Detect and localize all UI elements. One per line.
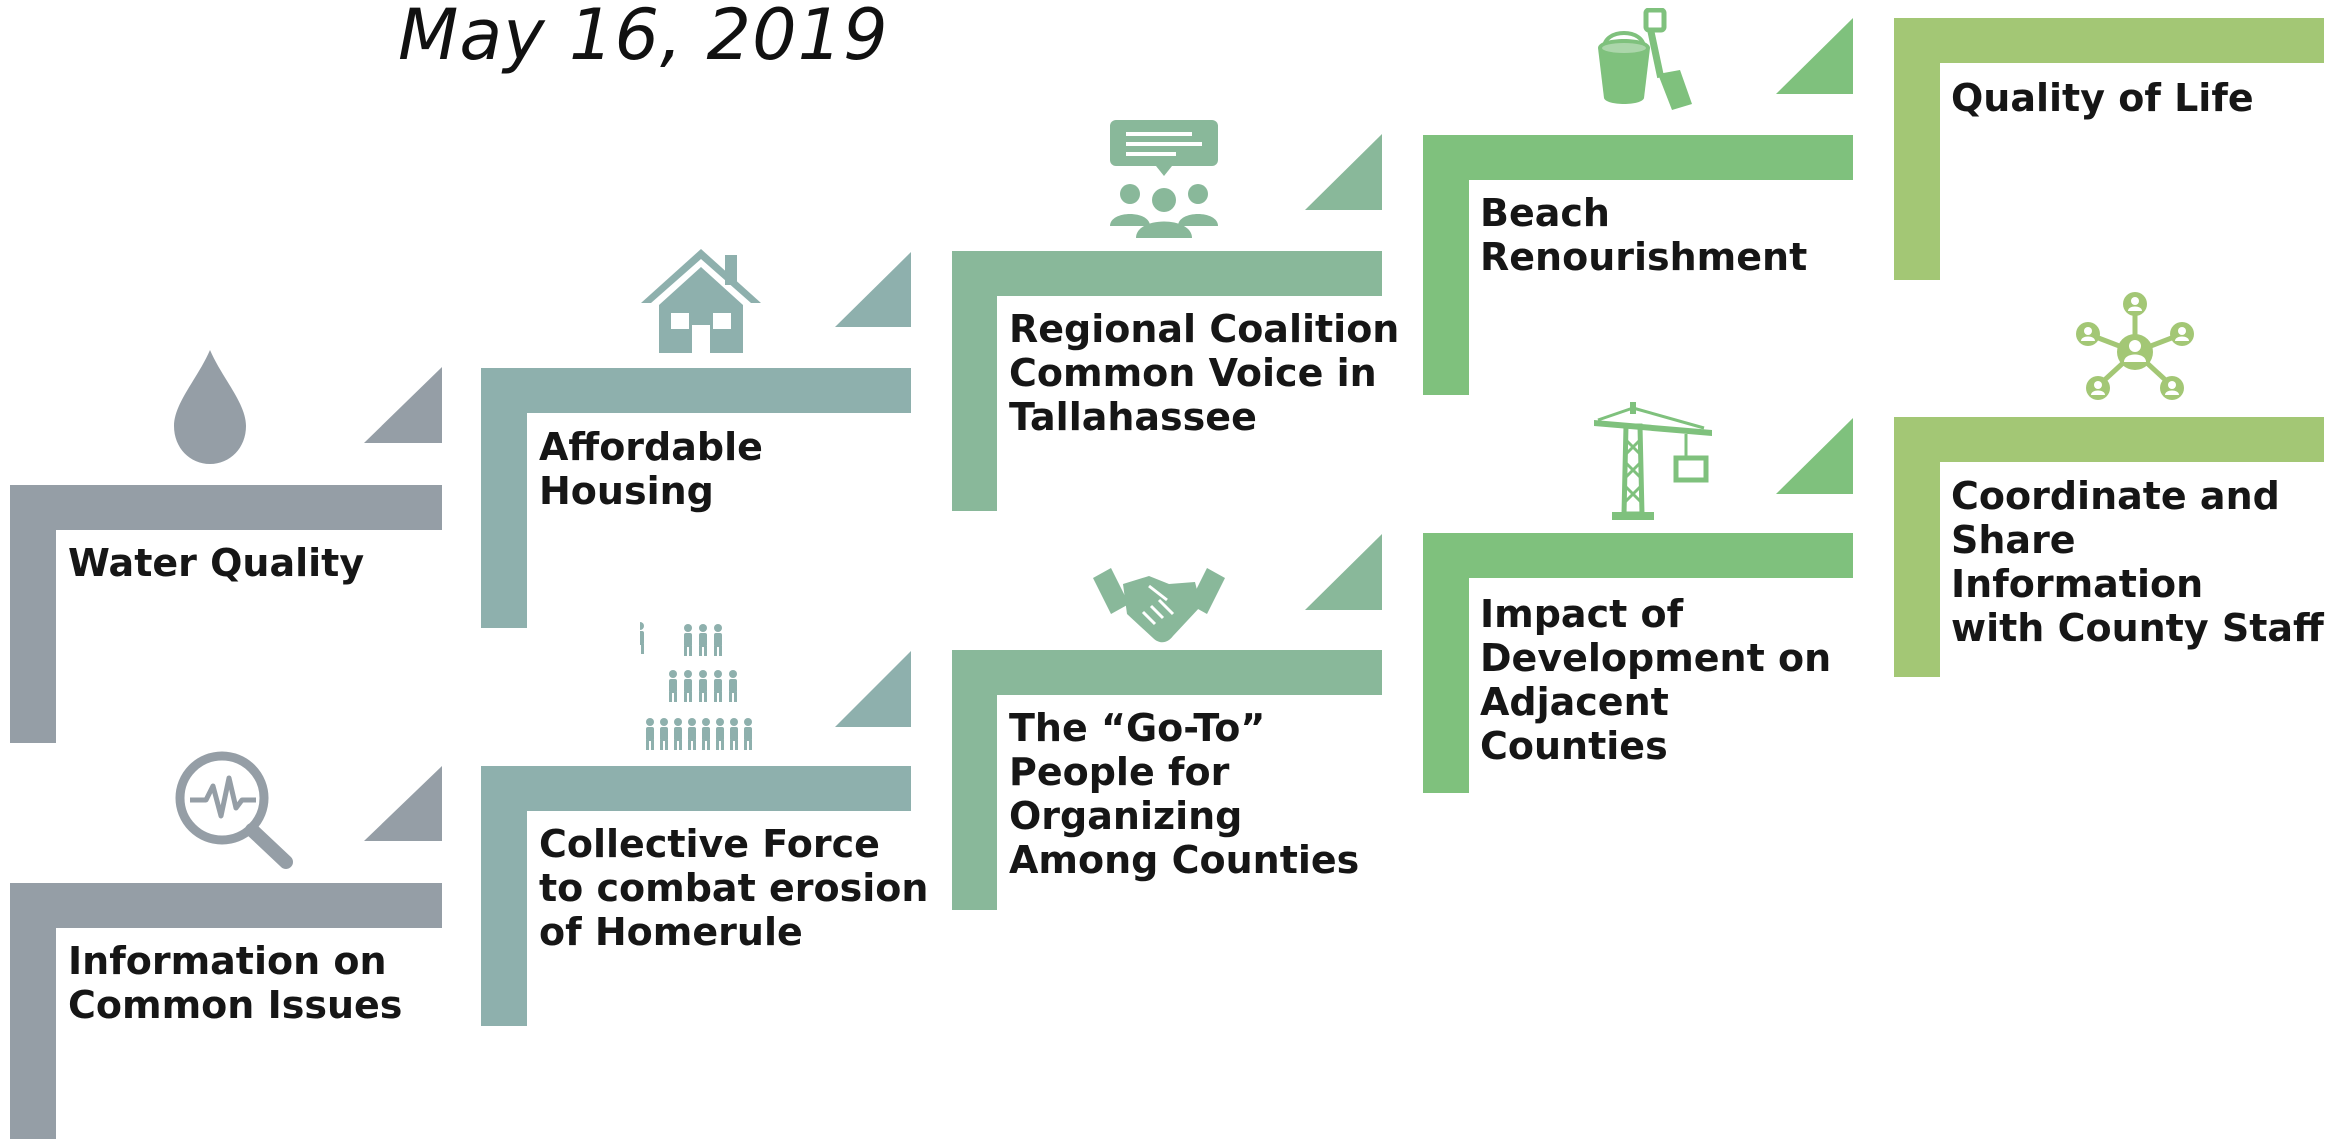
step-triangle [1776,18,1853,94]
water-drop-icon [174,350,246,464]
step-triangle [1305,134,1382,210]
step-triangle [835,651,911,727]
group-discussion-icon [1110,120,1218,238]
step-regional-coalition-shape [952,134,1382,511]
label-quality-of-life: Quality of Life [1951,76,2254,120]
label-go-to-people: The “Go-To” People for Organizing Among … [1009,706,1360,882]
step-impact-development-shape [1423,418,1853,793]
label-regional-coalition: Regional Coalition Common Voice in Talla… [1009,307,1400,439]
label-water-quality: Water Quality [68,541,365,585]
step-water-quality-shape [10,367,442,743]
step-coordinate-share-shape [1894,417,2324,677]
house-icon [641,249,761,353]
bucket-shovel-icon [1598,8,1692,110]
magnifier-pulse-icon [175,751,293,869]
step-beach-renourishment-shape [1423,18,1853,395]
network-people-icon [2076,292,2194,400]
step-collective-force-shape [481,651,911,1026]
label-information-common-issues: Information on Common Issues [68,939,403,1027]
step-quality-of-life-shape [1894,18,2324,280]
step-triangle [364,367,442,443]
label-collective-force: Collective Force to combat erosion of Ho… [539,822,929,954]
step-triangle [1305,534,1382,610]
label-coordinate-share: Coordinate and Share Information with Co… [1951,474,2324,650]
handshake-icon [1093,568,1225,643]
step-triangle [364,766,442,841]
people-pyramid-icon [640,622,752,750]
step-information-common-issues-shape [10,766,442,1139]
crane-icon [1594,402,1712,520]
step-affordable-housing-shape [481,252,911,628]
step-triangle [1776,418,1853,494]
date-heading: May 16, 2019 [398,0,889,76]
step-triangle [835,252,911,327]
label-beach-renourishment: Beach Renourishment [1480,191,1808,279]
label-impact-development: Impact of Development on Adjacent Counti… [1480,592,1832,768]
step-go-to-people-shape [952,534,1382,910]
label-affordable-housing: Affordable Housing [539,425,763,513]
